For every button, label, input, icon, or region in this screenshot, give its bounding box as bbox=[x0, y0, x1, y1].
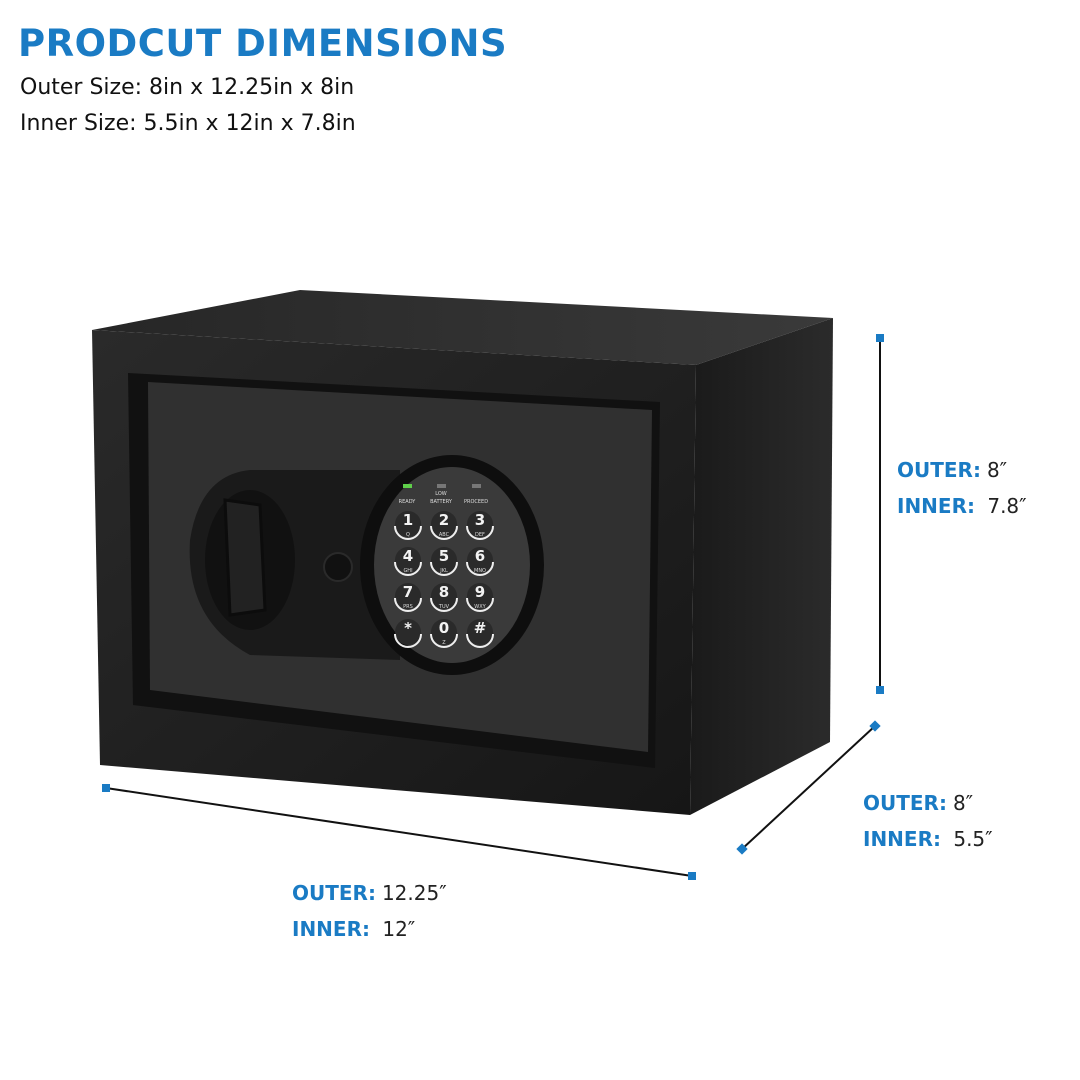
depth-dimension-line bbox=[736, 720, 881, 855]
proceed-led-icon bbox=[472, 484, 481, 488]
key-digit: 8 bbox=[439, 583, 449, 601]
key-digit: 9 bbox=[475, 583, 485, 601]
low-battery-led-icon bbox=[437, 484, 446, 488]
key-lock-icon bbox=[323, 552, 353, 582]
key-letters: DEF bbox=[475, 532, 485, 538]
keypad-key-0[interactable]: 0Z bbox=[430, 619, 458, 648]
key-letters: Q bbox=[406, 532, 410, 538]
keypad-key-*[interactable]: * bbox=[394, 619, 422, 648]
key-letters: GHI bbox=[403, 568, 412, 574]
safe-side bbox=[690, 318, 833, 815]
key-letters: ABC bbox=[439, 532, 450, 538]
outer-size-text: Outer Size: 8in x 12.25in x 8in bbox=[20, 75, 355, 100]
safe-top bbox=[92, 290, 833, 365]
height-dimension-label: OUTER:8″ INNER: 7.8″ bbox=[897, 458, 1027, 518]
key-digit: 7 bbox=[403, 583, 413, 601]
key-letters: MNO bbox=[474, 568, 486, 574]
keypad-key-#[interactable]: # bbox=[466, 619, 494, 648]
depth-dimension-label: OUTER:8″ INNER: 5.5″ bbox=[863, 791, 993, 851]
key-digit: 5 bbox=[439, 547, 449, 565]
ready-led-icon bbox=[403, 484, 412, 488]
handle-knob-icon bbox=[223, 498, 267, 617]
key-letters: JKL bbox=[439, 568, 448, 574]
indicator-label: LOW bbox=[435, 491, 447, 497]
key-letters: WXY bbox=[474, 604, 486, 610]
indicator-label: READY bbox=[399, 499, 417, 505]
key-digit: * bbox=[404, 619, 412, 637]
width-dimension-line bbox=[102, 784, 696, 880]
key-digit: # bbox=[474, 619, 487, 637]
indicator-label: BATTERY bbox=[430, 499, 453, 505]
page-title: PRODCUT DIMENSIONS bbox=[18, 22, 508, 65]
key-digit: 2 bbox=[439, 511, 449, 529]
key-digit: 6 bbox=[475, 547, 485, 565]
width-dimension-label: OUTER:12.25″ INNER: 12″ bbox=[292, 881, 447, 941]
key-digit: 3 bbox=[475, 511, 485, 529]
key-digit: 1 bbox=[403, 511, 413, 529]
height-dimension-line bbox=[876, 334, 884, 694]
key-digit: 4 bbox=[403, 547, 413, 565]
inner-size-text: Inner Size: 5.5in x 12in x 7.8in bbox=[20, 111, 356, 136]
key-letters: TUV bbox=[438, 604, 450, 610]
key-letters: Z bbox=[442, 640, 446, 646]
indicator-label: PROCEED bbox=[464, 499, 488, 505]
keypad-key-1[interactable]: 1Q bbox=[394, 511, 422, 540]
key-letters: PRS bbox=[403, 604, 413, 610]
key-digit: 0 bbox=[439, 619, 449, 637]
